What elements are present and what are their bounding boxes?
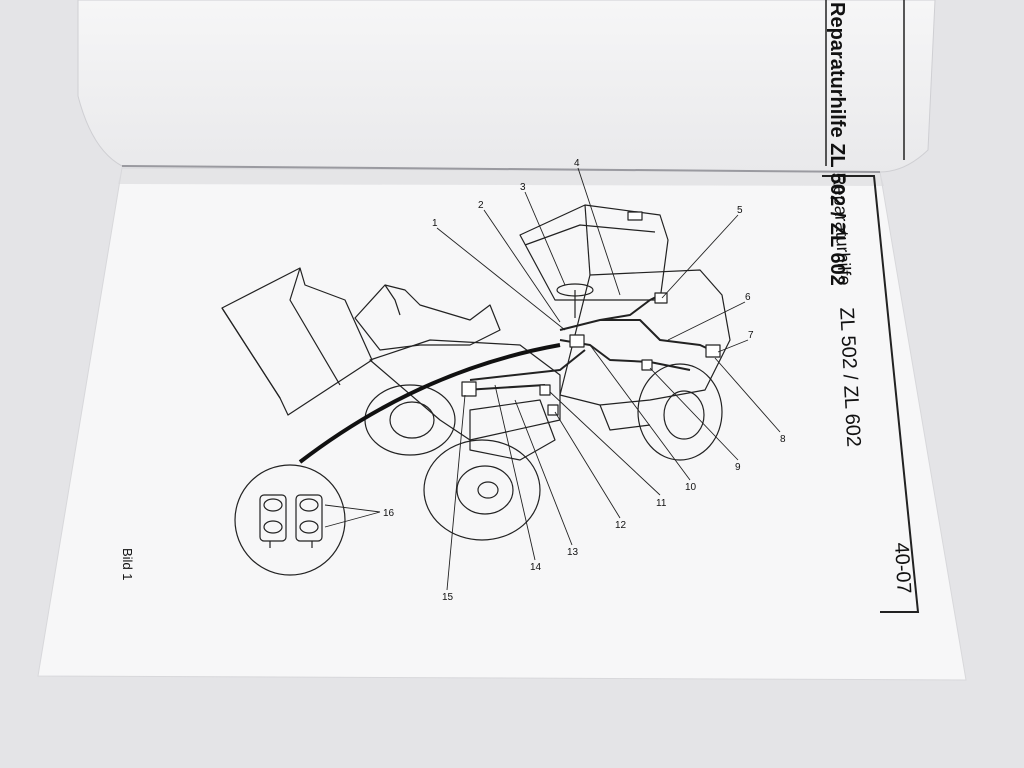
cab — [519, 204, 669, 301]
callout-16: 16 — [383, 508, 395, 519]
callout-9: 9 — [735, 462, 741, 473]
page-border-line — [822, 175, 920, 613]
lift-arm — [354, 284, 501, 351]
callout-2: 2 — [478, 200, 484, 211]
front-frame — [369, 339, 561, 441]
callout-14: 14 — [530, 562, 542, 573]
bucket — [221, 267, 373, 416]
callout-4: 4 — [574, 158, 580, 169]
callout-6: 6 — [745, 292, 751, 303]
callout-11: 11 — [656, 498, 667, 509]
callout-7: 7 — [748, 330, 754, 341]
detail-circle — [234, 464, 346, 576]
callout-15: 15 — [442, 592, 454, 603]
rear-wheel — [637, 363, 723, 461]
callout-13: 13 — [567, 547, 579, 558]
front-wheel — [423, 439, 541, 541]
engine-hood — [559, 269, 731, 406]
callout-12: 12 — [615, 520, 627, 531]
callout-8: 8 — [780, 434, 786, 445]
callout-10: 10 — [685, 482, 697, 493]
detail-connector — [298, 343, 561, 464]
callout-3: 3 — [520, 182, 526, 193]
callout-5: 5 — [737, 205, 743, 216]
callout-1: 1 — [432, 218, 438, 229]
